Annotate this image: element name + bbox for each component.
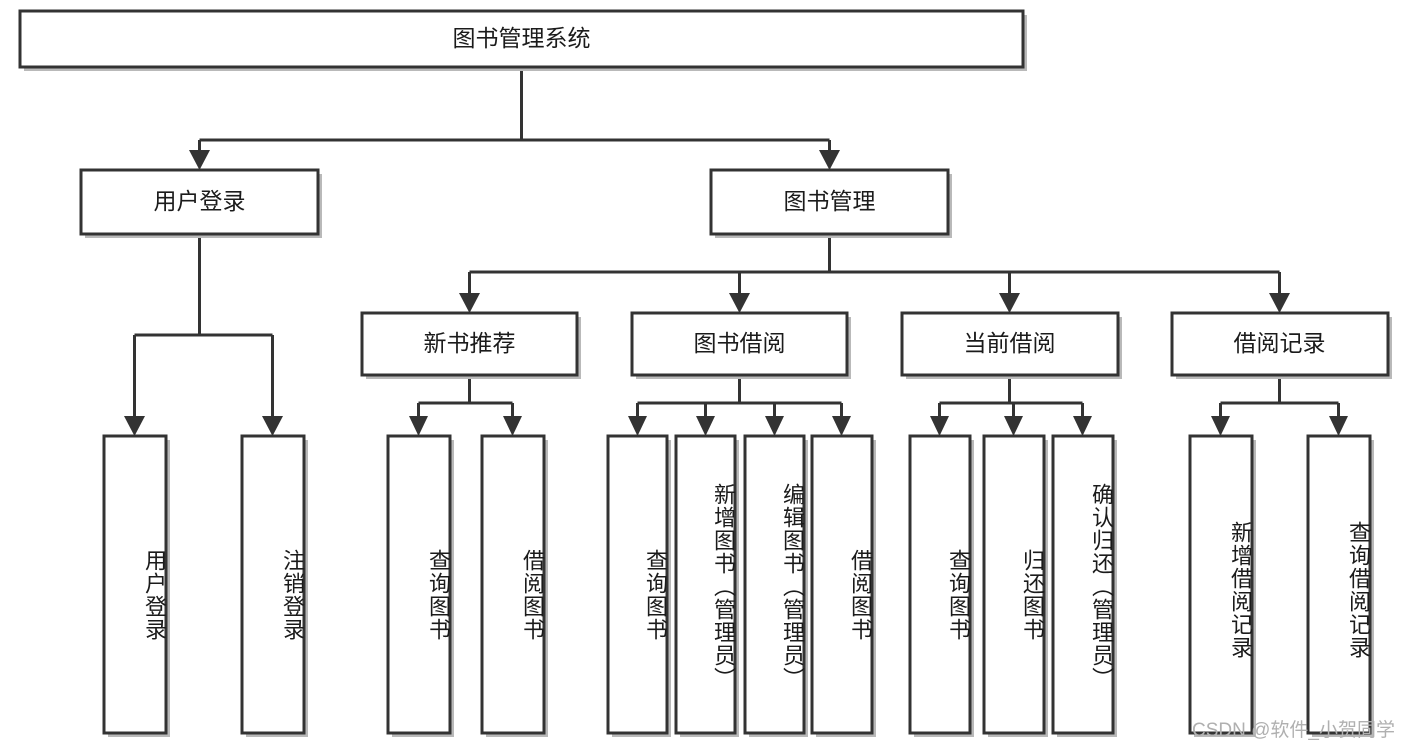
- node-book-borrow[interactable]: 图书借阅: [630, 311, 851, 379]
- node-book-borrow-box[interactable]: [630, 311, 849, 377]
- connector-group-book-borrow-to-leaves: [628, 375, 851, 436]
- arrow-head-new-book-recommend: [459, 293, 480, 313]
- node-borrow-record-label: 借阅记录: [1234, 330, 1326, 356]
- csdn-watermark: CSDN @软件_小贺同学: [1192, 720, 1395, 741]
- leaf-boxes: [102, 434, 1374, 737]
- arrow-head-book-borrow: [729, 293, 750, 313]
- leaf-query-book-1-box[interactable]: [386, 434, 452, 735]
- arrow-head-leaf-query-record: [1329, 416, 1348, 436]
- leaf-logout-box[interactable]: [240, 434, 306, 735]
- node-book-manage[interactable]: 图书管理: [709, 168, 952, 238]
- node-user-login[interactable]: 用户登录: [79, 168, 322, 238]
- node-current-borrow-label: 当前借阅: [964, 330, 1056, 356]
- leaf-query-book-2-box[interactable]: [606, 434, 669, 735]
- node-user-login-box[interactable]: [79, 168, 320, 236]
- leaf-user-login-box[interactable]: [102, 434, 168, 735]
- connector-group-borrow-record-to-leaves: [1211, 375, 1348, 436]
- connector-group-user-login-to-leaves: [124, 234, 283, 436]
- node-book-manage-label: 图书管理: [784, 188, 876, 214]
- arrow-head-book-manage: [819, 150, 840, 170]
- arrow-head-leaf-add-record: [1211, 416, 1230, 436]
- arrow-head-leaf-query-book-2: [628, 416, 647, 436]
- node-borrow-record[interactable]: 借阅记录: [1170, 311, 1392, 379]
- arrow-head-leaf-query-book-1: [409, 416, 428, 436]
- arrow-head-borrow-record: [1269, 293, 1290, 313]
- leaf-add-record-box[interactable]: [1188, 434, 1254, 735]
- node-current-borrow[interactable]: 当前借阅: [900, 311, 1122, 379]
- arrow-head-leaf-add-book: [696, 416, 715, 436]
- arrow-head-current-borrow: [999, 293, 1020, 313]
- arrow-head-leaf-return-book: [1004, 416, 1023, 436]
- node-new-book-recommend-box[interactable]: [360, 311, 579, 377]
- leaf-borrow-book-2-box[interactable]: [810, 434, 874, 735]
- node-user-login-label: 用户登录: [154, 188, 246, 214]
- arrow-head-leaf-edit-book: [765, 416, 784, 436]
- leaf-edit-book-box[interactable]: [743, 434, 806, 735]
- node-book-manage-box[interactable]: [709, 168, 950, 236]
- node-root-box[interactable]: [18, 9, 1025, 69]
- leaf-query-record-box[interactable]: [1306, 434, 1372, 735]
- arrow-head-user-login: [189, 150, 210, 170]
- connector-group-new-book-recommend-to-leaves: [409, 375, 522, 436]
- arrow-head-leaf-borrow-book-1: [503, 416, 522, 436]
- leaf-add-book-box[interactable]: [674, 434, 737, 735]
- leaf-query-book-3-box[interactable]: [908, 434, 972, 735]
- node-new-book-recommend-label: 新书推荐: [424, 330, 516, 356]
- leaf-return-book-box[interactable]: [982, 434, 1046, 735]
- connector-group-root-to-level2: [189, 67, 840, 170]
- arrow-head-leaf-query-book-3: [930, 416, 949, 436]
- node-new-book-recommend[interactable]: 新书推荐: [360, 311, 581, 379]
- node-root[interactable]: 图书管理系统: [18, 9, 1027, 71]
- arrow-head-leaf-logout: [262, 416, 283, 436]
- arrow-head-leaf-confirm-return: [1073, 416, 1092, 436]
- node-current-borrow-box[interactable]: [900, 311, 1120, 377]
- node-borrow-record-box[interactable]: [1170, 311, 1390, 377]
- arrow-head-leaf-borrow-book-2: [832, 416, 851, 436]
- node-book-borrow-label: 图书借阅: [694, 330, 786, 356]
- node-root-label: 图书管理系统: [453, 25, 591, 51]
- leaf-confirm-return-box[interactable]: [1051, 434, 1115, 735]
- connector-group-current-borrow-to-leaves: [930, 375, 1092, 436]
- arrow-head-leaf-user-login: [124, 416, 145, 436]
- connector-group-book-manage-to-level3: [459, 234, 1290, 313]
- leaf-borrow-book-1-box[interactable]: [480, 434, 546, 735]
